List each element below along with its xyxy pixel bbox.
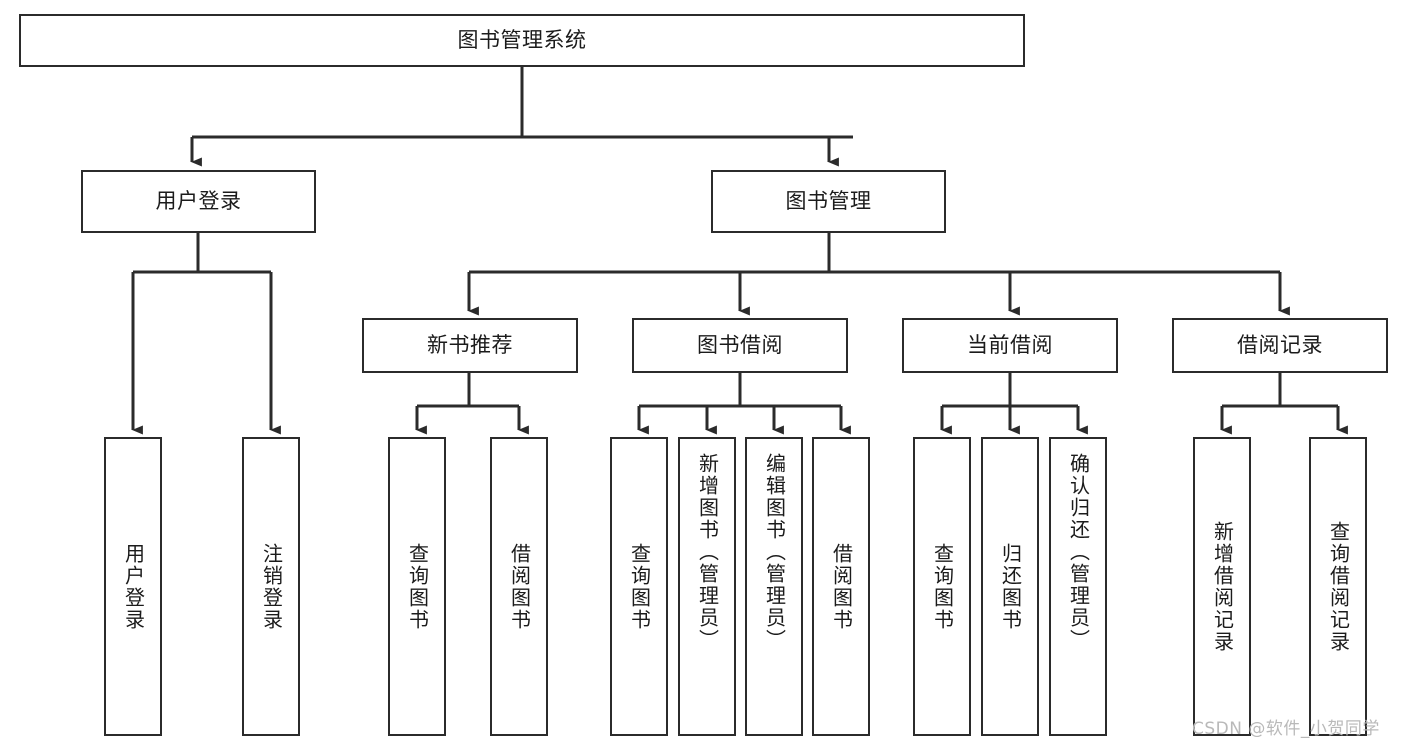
node-leaf-return-book-label: 归还图书 [998, 542, 1023, 631]
node-leaf-confirm-return[interactable]: 确认归还（管理员） [1049, 437, 1107, 736]
node-new-book-rec-label: 新书推荐 [427, 333, 513, 358]
node-leaf-add-record-label: 新增借阅记录 [1210, 520, 1235, 653]
node-leaf-edit-book[interactable]: 编辑图书（管理员） [745, 437, 803, 736]
node-leaf-query-book-2-label: 查询图书 [627, 542, 652, 631]
node-leaf-add-book-label: 新增图书（管理员） [695, 453, 720, 651]
node-leaf-query-book-3[interactable]: 查询图书 [913, 437, 971, 736]
node-leaf-query-book-2[interactable]: 查询图书 [610, 437, 668, 736]
node-leaf-return-book[interactable]: 归还图书 [981, 437, 1039, 736]
node-leaf-user-logout-label: 注销登录 [259, 542, 284, 631]
node-book-manage[interactable]: 图书管理 [711, 170, 946, 233]
node-leaf-borrow-book-1[interactable]: 借阅图书 [490, 437, 548, 736]
node-leaf-query-book-1-label: 查询图书 [405, 542, 430, 631]
node-leaf-user-login[interactable]: 用户登录 [104, 437, 162, 736]
node-user-login-label: 用户登录 [155, 189, 242, 214]
node-leaf-add-book[interactable]: 新增图书（管理员） [678, 437, 736, 736]
node-leaf-borrow-book-2[interactable]: 借阅图书 [812, 437, 870, 736]
node-leaf-confirm-return-label: 确认归还（管理员） [1066, 453, 1091, 651]
node-leaf-borrow-book-2-label: 借阅图书 [829, 542, 854, 631]
node-new-book-rec[interactable]: 新书推荐 [362, 318, 578, 373]
node-borrow-record[interactable]: 借阅记录 [1172, 318, 1388, 373]
node-leaf-query-book-1[interactable]: 查询图书 [388, 437, 446, 736]
node-leaf-user-login-label: 用户登录 [121, 542, 146, 631]
node-leaf-edit-book-label: 编辑图书（管理员） [762, 453, 787, 651]
node-leaf-query-book-3-label: 查询图书 [930, 542, 955, 631]
node-book-borrow[interactable]: 图书借阅 [632, 318, 848, 373]
node-leaf-query-record[interactable]: 查询借阅记录 [1309, 437, 1367, 736]
node-current-borrow-label: 当前借阅 [967, 333, 1053, 358]
node-leaf-user-logout[interactable]: 注销登录 [242, 437, 300, 736]
node-user-login[interactable]: 用户登录 [81, 170, 316, 233]
node-leaf-borrow-book-1-label: 借阅图书 [507, 542, 532, 631]
node-book-manage-label: 图书管理 [785, 189, 872, 214]
watermark: CSDN @软件_小贺同学 [1192, 719, 1380, 739]
node-book-borrow-label: 图书借阅 [697, 333, 783, 358]
node-current-borrow[interactable]: 当前借阅 [902, 318, 1118, 373]
node-root-label: 图书管理系统 [457, 28, 587, 53]
node-borrow-record-label: 借阅记录 [1237, 333, 1323, 358]
node-leaf-add-record[interactable]: 新增借阅记录 [1193, 437, 1251, 736]
node-leaf-query-record-label: 查询借阅记录 [1326, 520, 1351, 653]
node-root[interactable]: 图书管理系统 [19, 14, 1025, 67]
